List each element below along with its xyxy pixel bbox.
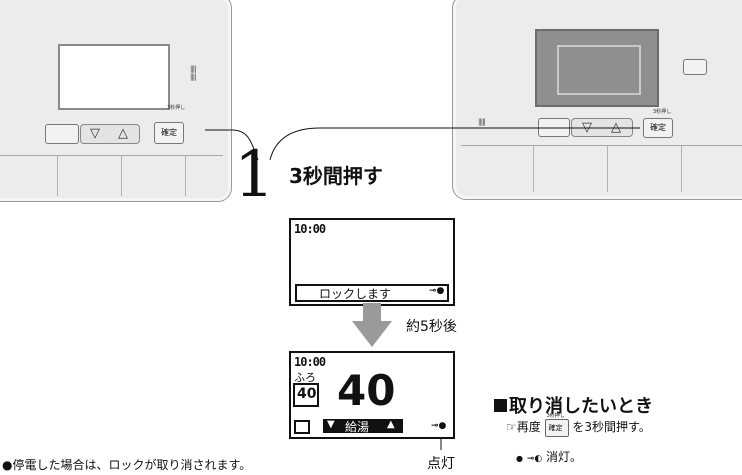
heading-square-icon: [494, 399, 507, 412]
lower-button-row-right: [461, 145, 742, 192]
lcd-lock-screen: 10:00 ロックします ⊸●: [289, 218, 455, 306]
up-arrow-button[interactable]: △: [118, 126, 128, 141]
bath-setting-box: 40: [293, 383, 319, 407]
cancel-heading-text: 取り消したいとき: [509, 396, 653, 417]
down-triangle-icon: ▼: [327, 419, 335, 430]
result-bullet: ●: [516, 454, 523, 463]
lcd-clock: 10:00: [294, 222, 326, 236]
cancel-result: ● ⊸◐ 消灯。: [516, 448, 582, 465]
key-icon: ⊸●: [429, 286, 445, 296]
cancel-button-hint: 3秒押し: [546, 412, 565, 419]
down-arrow-button[interactable]: ▽: [90, 126, 100, 141]
lock-message-bar: ロックします ⊸●: [295, 284, 449, 302]
step-instruction: 3秒間押す: [289, 164, 383, 188]
right-side-small-button[interactable]: [683, 59, 707, 75]
bath-setting-value: 40: [297, 386, 317, 402]
lower-button-1[interactable]: [0, 156, 58, 196]
lower-button-r3[interactable]: [609, 146, 682, 192]
down-transition-arrow: [352, 303, 392, 347]
confirm-lock-button-right[interactable]: 確定: [643, 118, 673, 138]
lcd-inner-frame: [557, 45, 641, 95]
lock-hint-label-right: 3秒押し: [653, 109, 672, 115]
left-blank-button[interactable]: [45, 124, 79, 144]
lock-message-text: ロックします: [319, 287, 392, 301]
cancel-prefix: ☞再度: [506, 420, 541, 434]
lock-hint-label: 3秒押し: [167, 105, 186, 111]
mode-bar: ▼ 給湯 ▲: [323, 419, 403, 434]
confirm-label-right: 確定: [650, 123, 666, 132]
cancel-button-label: 確定: [548, 423, 563, 432]
lcd-clock-main: 10:00: [294, 355, 326, 369]
lcd-screen-left: [58, 44, 170, 110]
lcd-screen-right-off: [535, 29, 659, 107]
cancel-instruction: ☞再度 3秒押し 確定 を3秒間押す。: [506, 413, 651, 437]
confirm-label: 確定: [161, 128, 177, 137]
arrow-button-group-left: ▽ △: [80, 124, 140, 144]
lower-button-r1[interactable]: [461, 146, 534, 192]
transition-label: 約5秒後: [406, 319, 457, 335]
lower-button-row-left: [0, 155, 223, 196]
cancel-confirm-button-icon: 3秒押し 確定: [544, 413, 569, 437]
mode-label: 給湯: [345, 420, 370, 434]
bath-label: ふろ: [294, 371, 316, 384]
power-failure-note: ●停電した場合は、ロックが取り消されます。: [2, 458, 252, 472]
lower-button-2[interactable]: [59, 156, 122, 196]
key-icon-lit: ⊸●: [431, 421, 447, 431]
up-triangle-icon: ▲: [387, 419, 395, 430]
result-text: 消灯。: [546, 450, 583, 464]
speaker-grill-right: |||||: [478, 118, 486, 126]
step-number: 1: [234, 138, 275, 212]
key-icon-off: ⊸◐: [526, 454, 543, 464]
cancel-suffix: を3秒間押す。: [572, 420, 651, 434]
cancel-heading: 取り消したいとき: [494, 392, 653, 418]
lit-label: 点灯: [427, 456, 455, 472]
lcd-small-frame-icon: [294, 420, 310, 434]
remote-controller-left: |||||||| ▽ △ 3秒押し 確定: [0, 0, 232, 202]
remote-controller-right: ||||| ▽ △ 3秒押し 確定: [452, 0, 742, 200]
confirm-lock-button[interactable]: 確定: [154, 122, 184, 144]
lower-button-3[interactable]: [123, 156, 186, 196]
lower-button-r2[interactable]: [535, 146, 608, 192]
lcd-main-screen: 10:00 ふろ 40 40 ▼ 給湯 ▲ ⊸●: [289, 351, 455, 439]
temperature-display: 40: [337, 366, 396, 415]
speaker-grill-left: ||||||||: [190, 65, 197, 81]
